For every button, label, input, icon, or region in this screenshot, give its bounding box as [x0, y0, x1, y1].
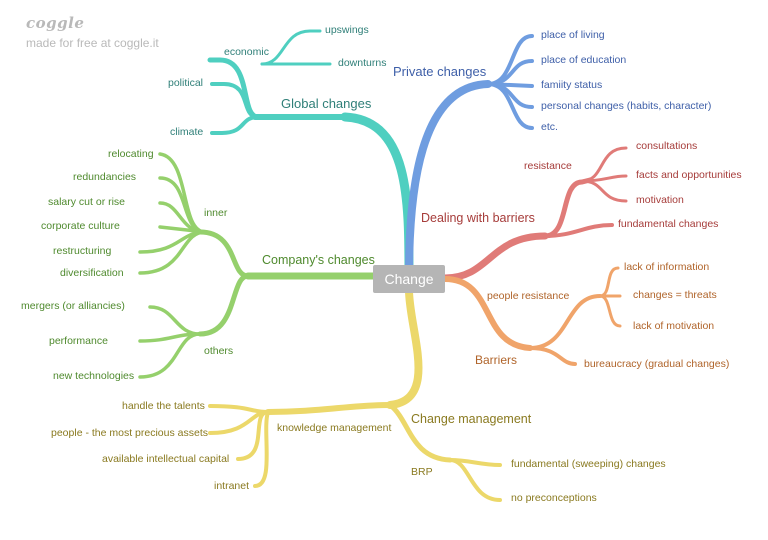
node-others[interactable]: others	[204, 345, 234, 357]
node-people-resistance[interactable]: people resistance	[487, 290, 570, 302]
node-precious-assets[interactable]: people - the most precious assets	[51, 427, 208, 439]
node-performance[interactable]: performance	[49, 335, 108, 347]
node-personal-changes[interactable]: personal changes (habits, character)	[541, 100, 712, 112]
node-upswings[interactable]: upswings	[325, 24, 369, 36]
node-global-changes[interactable]: Global changes	[281, 96, 372, 111]
node-companys-changes[interactable]: Company's changes	[262, 253, 375, 267]
node-fundamental-changes[interactable]: fundamental changes	[618, 218, 719, 230]
private-branch-lines	[405, 34, 534, 280]
node-place-of-living[interactable]: place of living	[541, 29, 605, 41]
node-fundamental-sweeping-changes[interactable]: fundamental (sweeping) changes	[511, 458, 666, 470]
node-place-of-education[interactable]: place of education	[541, 54, 627, 66]
management-branch-lines	[208, 286, 502, 502]
coggle-tagline: made for free at coggle.it	[26, 36, 159, 50]
node-brp[interactable]: BRP	[411, 466, 433, 478]
coggle-branding: coggle made for free at coggle.it	[26, 14, 159, 50]
coggle-logo: coggle	[26, 14, 85, 32]
node-intranet[interactable]: intranet	[214, 480, 250, 492]
barriers-branch-lines	[442, 266, 622, 366]
node-consultations[interactable]: consultations	[636, 140, 698, 152]
node-barriers[interactable]: Barriers	[475, 353, 518, 367]
node-handle-the-talents[interactable]: handle the talents	[122, 400, 205, 412]
node-family-status[interactable]: famiity status	[541, 79, 603, 91]
node-changes-threats[interactable]: changes = threats	[633, 289, 717, 301]
node-lack-of-information[interactable]: lack of information	[624, 261, 710, 273]
node-salary-cut-or-rise[interactable]: salary cut or rise	[48, 196, 126, 208]
node-no-preconceptions[interactable]: no preconceptions	[511, 492, 597, 504]
center-node[interactable]: Change	[373, 265, 445, 293]
node-inner[interactable]: inner	[204, 207, 228, 219]
node-change-management[interactable]: Change management	[411, 412, 532, 426]
node-corporate-culture[interactable]: corporate culture	[41, 220, 120, 232]
node-knowledge-management[interactable]: knowledge management	[277, 422, 392, 434]
node-political[interactable]: political	[168, 77, 204, 89]
node-facts-and-opportunities[interactable]: facts and opportunities	[636, 169, 742, 181]
node-redundancies[interactable]: redundancies	[73, 171, 137, 183]
node-restructuring[interactable]: restructuring	[53, 245, 112, 257]
node-new-technologies[interactable]: new technologies	[53, 370, 135, 382]
node-relocating[interactable]: relocating	[108, 148, 154, 160]
node-private-changes[interactable]: Private changes	[393, 64, 487, 79]
node-economic[interactable]: economic	[224, 46, 269, 58]
node-resistance[interactable]: resistance	[524, 160, 572, 172]
dealing-branch-lines	[441, 146, 628, 282]
node-bureaucracy[interactable]: bureaucracy (gradual changes)	[584, 358, 730, 370]
node-climate[interactable]: climate	[170, 126, 204, 138]
node-motivation[interactable]: motivation	[636, 194, 684, 206]
company-branch-lines	[138, 152, 377, 379]
node-etc[interactable]: etc.	[541, 121, 558, 133]
node-lack-of-motivation[interactable]: lack of motivation	[633, 320, 715, 332]
node-diversification[interactable]: diversification	[60, 267, 124, 279]
node-dealing-with-barriers[interactable]: Dealing with barriers	[421, 211, 535, 225]
node-mergers[interactable]: mergers (or alliancies)	[21, 300, 125, 312]
node-intellectual-capital[interactable]: available intellectual capital	[102, 453, 230, 465]
node-downturns[interactable]: downturns	[338, 57, 387, 69]
